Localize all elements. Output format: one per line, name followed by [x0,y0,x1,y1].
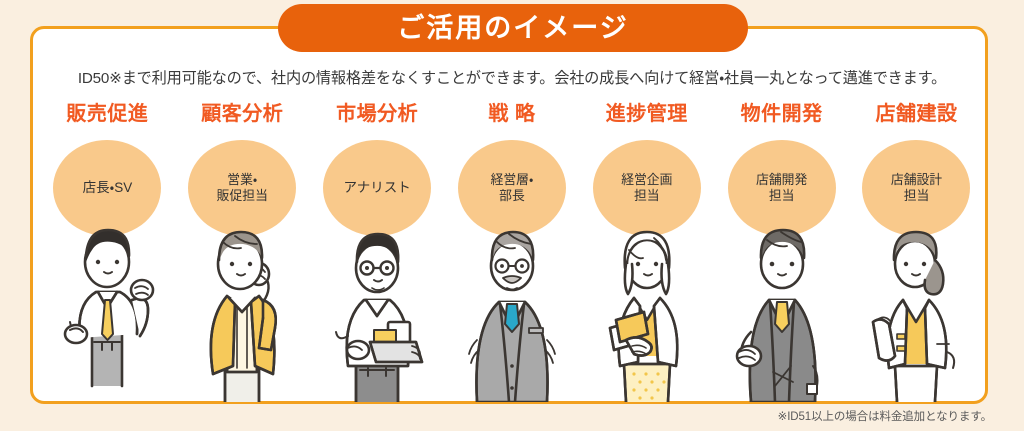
role-bubble: 店長・SV [53,140,162,236]
column-heading: 進捗管理 [605,103,688,125]
role-label: 経営企画 担当 [621,172,673,203]
role-column-progress-management: 進捗管理 経営企画 担当 [579,104,714,404]
title-banner: ご活用のイメージ [278,4,748,52]
sales-staff-figure [177,216,307,402]
planning-staff-figure [582,216,712,402]
analyst-figure [312,216,442,402]
role-bubble: アナリスト [323,140,432,236]
design-staff-figure [851,216,981,402]
footnote-text: ※ID51以上の場合は料金追加となります。 [777,411,992,423]
role-column-customer-analysis: 顧客分析 営業・ 販促担当 [175,104,310,404]
role-column-store-construction: 店舗建設 店舗設計 担当 [849,104,984,404]
role-label: アナリスト [343,179,411,195]
column-heading: 物件開発 [740,103,823,125]
role-label: 営業・ 販促担当 [216,172,268,203]
role-bubble: 経営層・ 部長 [457,140,566,236]
role-column-strategy: 戦 略 経営層・ 部長 [445,104,580,404]
role-bubble: 営業・ 販促担当 [188,140,297,236]
role-columns: 販売促進 店長・SV [40,104,984,404]
store-manager-figure [42,216,172,402]
page-title: ご活用のイメージ [397,12,629,43]
role-label: 店長・SV [82,179,133,195]
development-staff-figure [717,216,847,402]
column-heading: 顧客分析 [201,103,284,125]
role-bubble: 店舗開発 担当 [727,140,836,236]
role-label: 経営層・ 部長 [490,172,534,203]
column-heading: 市場分析 [336,103,419,125]
role-bubble: 店舗設計 担当 [862,140,971,236]
role-label: 店舗開発 担当 [756,172,808,203]
column-heading: 販売促進 [66,103,149,125]
column-heading: 店舗建設 [875,103,958,125]
role-column-sales-promotion: 販売促進 店長・SV [40,104,175,404]
role-column-market-analysis: 市場分析 アナリスト [310,104,445,404]
lead-description: ID50※まで利用可能なので、社内の情報格差をなくすことができます。会社の成長へ… [77,70,947,87]
column-heading: 戦 略 [488,103,536,125]
role-label: 店舗設計 担当 [890,172,943,203]
role-column-property-development: 物件開発 店舗開発 担当 [714,104,849,404]
role-bubble: 経営企画 担当 [592,140,701,236]
executive-figure [447,216,577,402]
